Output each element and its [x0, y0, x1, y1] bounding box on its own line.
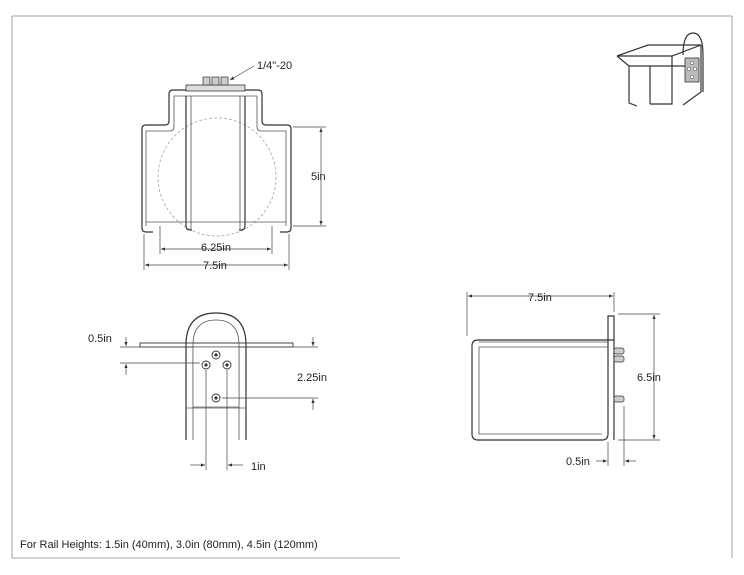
side-view: 7.5in 6.5in 0.5in [466, 292, 661, 468]
sheet-border [11, 15, 733, 559]
side-height-label: 6.5in [637, 372, 661, 384]
side-mount-knobs [613, 347, 625, 403]
top-screws [201, 350, 232, 403]
screw-heads [202, 76, 229, 86]
side-width-label: 7.5in [528, 292, 552, 304]
isometric-thumbnail [616, 32, 704, 107]
front-outer-width-label: 7.5in [203, 260, 227, 272]
shelf-bar [139, 342, 294, 348]
front-inner-width-label: 6.25in [201, 242, 231, 254]
top-view: 0.5in 2.25in 1in [88, 312, 327, 473]
top-spacing-label: 1in [251, 461, 266, 473]
top-offset-label: 0.5in [88, 333, 112, 345]
front-view: 1/4"-20 5in 6.25in 7.5in [141, 60, 326, 272]
side-offset-label: 0.5in [566, 456, 590, 468]
front-height-label: 5in [311, 171, 326, 183]
thread-label: 1/4"-20 [257, 60, 292, 72]
top-height-label: 2.25in [297, 372, 327, 384]
mount-plate [185, 84, 246, 92]
rail-heights-note: For Rail Heights: 1.5in (40mm), 3.0in (8… [20, 539, 318, 551]
bottle-outline-circle [157, 117, 277, 237]
